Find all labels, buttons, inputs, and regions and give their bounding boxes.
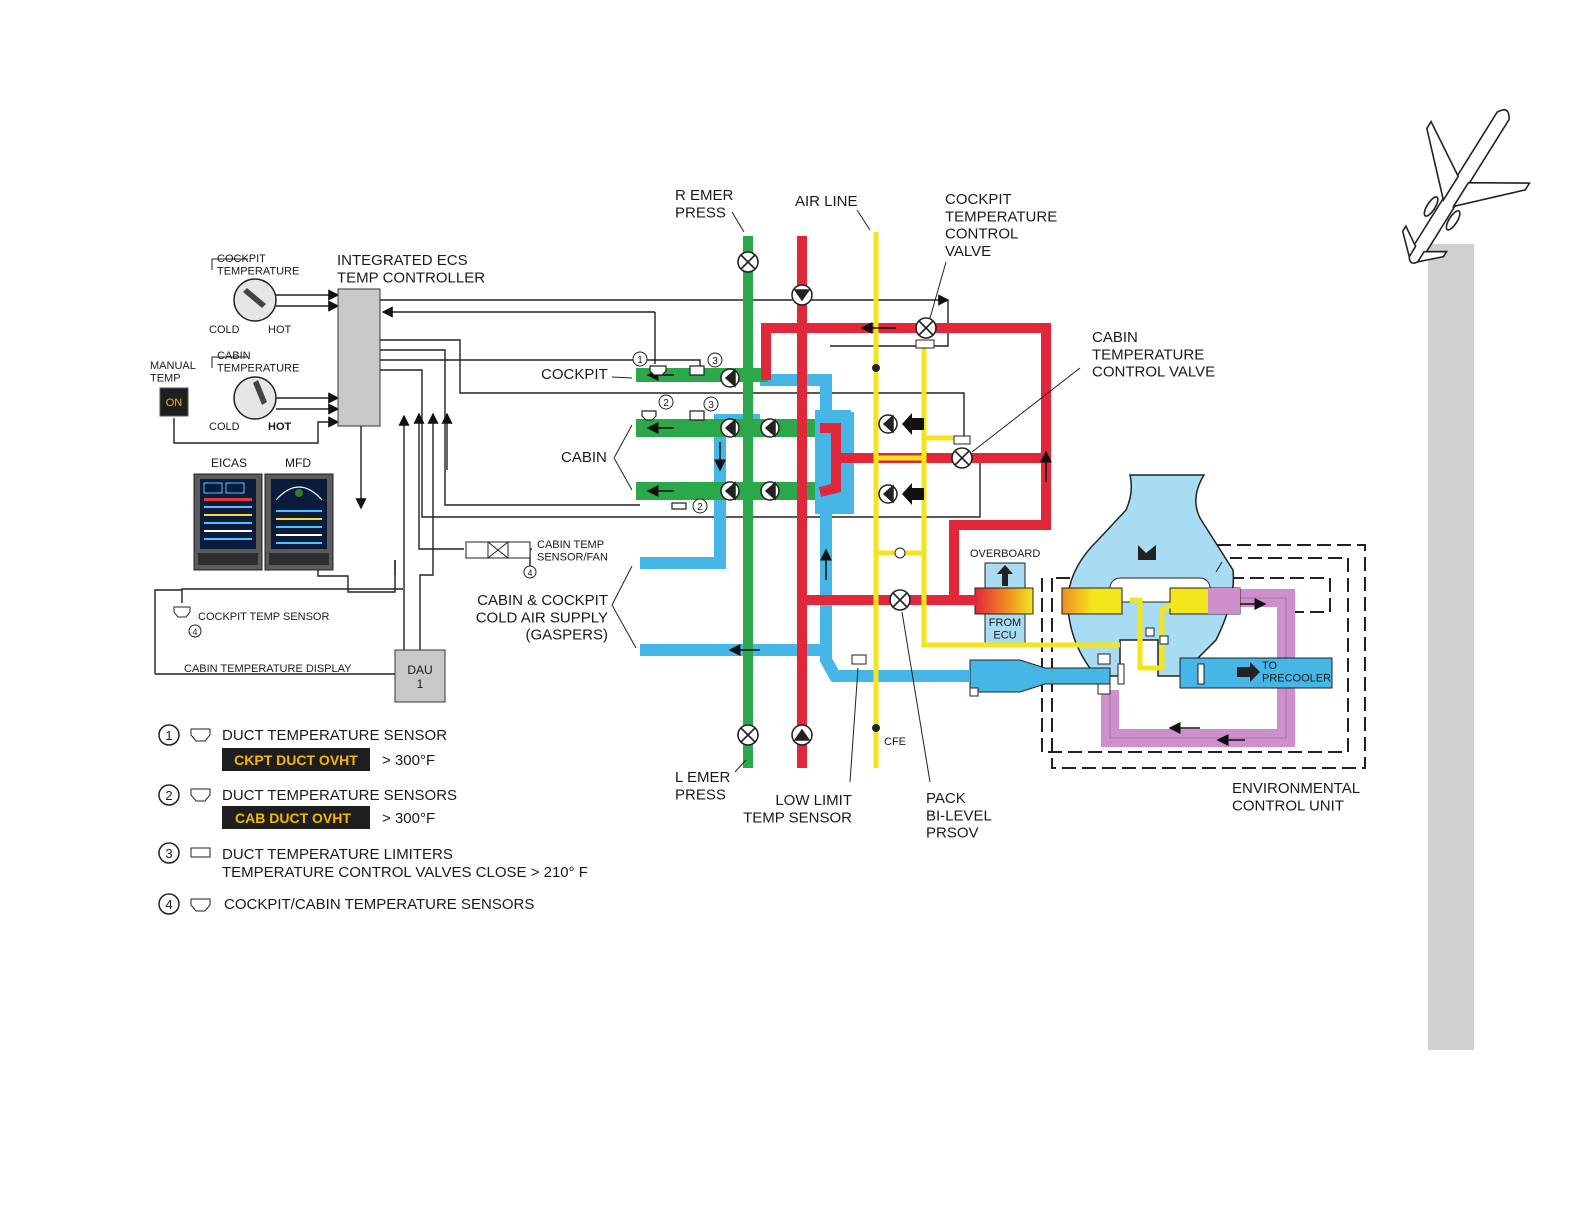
ecu-dashed-outline xyxy=(1041,544,1366,769)
duct-temp-sensor-icon xyxy=(641,365,705,510)
svg-text:DUCT TEMPERATURE LIMITERS: DUCT TEMPERATURE LIMITERS xyxy=(222,846,453,863)
from-ecu-duct xyxy=(984,613,1026,645)
cockpit-temp-knob[interactable] xyxy=(233,278,277,322)
svg-text:1: 1 xyxy=(637,355,643,366)
svg-text:> 300°F: > 300°F xyxy=(382,752,435,769)
manual-temp-on-button[interactable]: ON xyxy=(159,387,189,417)
air-line-label: AIR LINE xyxy=(795,193,858,210)
fan-arrow-icon xyxy=(902,413,924,435)
sensor-icon xyxy=(190,898,211,912)
legend-item-4: 4 COCKPIT/CABIN TEMPERATURE SENSORS xyxy=(158,893,534,915)
svg-text:DUCT TEMPERATURE SENSOR: DUCT TEMPERATURE SENSOR xyxy=(222,727,447,744)
heat-exchanger-2 xyxy=(1061,587,1123,615)
cabin-label: CABIN xyxy=(561,449,607,466)
cabin-temperature-display-label: CABIN TEMPERATURE DISPLAY xyxy=(184,663,352,675)
sensor-icon xyxy=(190,788,211,802)
cockpit-label: COCKPIT xyxy=(541,366,608,383)
callout-4-cockpit-sensor xyxy=(188,624,202,638)
cockpit-valve-actuator xyxy=(915,339,935,349)
svg-text:4: 4 xyxy=(192,627,197,637)
control-wiring xyxy=(154,289,981,675)
airplane-icon xyxy=(1401,109,1531,1050)
check-valve-icon xyxy=(720,284,898,746)
svg-text:TEMPERATURE CONTROL VALVES CLO: TEMPERATURE CONTROL VALVES CLOSE > 210° … xyxy=(222,864,588,881)
svg-text:CKPT DUCT OVHT: CKPT DUCT OVHT xyxy=(234,752,358,768)
legend-item-1: 1 DUCT TEMPERATURE SENSOR CKPT DUCT OVHT… xyxy=(158,724,447,771)
svg-text:3: 3 xyxy=(708,400,714,411)
svg-text:3: 3 xyxy=(165,846,172,861)
svg-text:1: 1 xyxy=(165,728,172,743)
cockpit-temp-sensor-icon xyxy=(173,606,191,618)
svg-text:2: 2 xyxy=(165,788,172,803)
heat-exchanger-1 xyxy=(974,587,1034,615)
cabin-cold-label: COLD xyxy=(209,421,240,433)
cabin-temp-knob[interactable] xyxy=(233,376,277,420)
legend-item-3: 3 DUCT TEMPERATURE LIMITERS TEMPERATURE … xyxy=(158,842,588,881)
shutoff-valve-icon xyxy=(737,251,973,746)
svg-text:4: 4 xyxy=(165,897,172,912)
cfe-label: CFE xyxy=(884,736,906,748)
fan-arrow-icon xyxy=(902,483,924,505)
callout-4-cabin-sensor xyxy=(523,565,537,579)
svg-text:3: 3 xyxy=(712,356,718,367)
ckpt-duct-ovht-message xyxy=(222,748,370,771)
legend: 1 DUCT TEMPERATURE SENSOR CKPT DUCT OVHT… xyxy=(158,724,588,915)
cockpit-hot-label: HOT xyxy=(268,324,292,336)
legend-item-2: 2 DUCT TEMPERATURE SENSORS CAB DUCT OVHT… xyxy=(158,784,457,829)
mfd-display xyxy=(264,473,334,571)
ecs-temp-controller xyxy=(337,288,381,427)
eicas-label: EICAS xyxy=(211,456,247,470)
svg-text:DUCT TEMPERATURE SENSORS: DUCT TEMPERATURE SENSORS xyxy=(222,787,457,804)
svg-text:2: 2 xyxy=(697,502,703,513)
side-bar xyxy=(1428,244,1474,1050)
callout-circles: 1 3 2 3 2 xyxy=(632,351,723,514)
limiter-icon xyxy=(190,847,211,858)
leader-lines xyxy=(611,209,1223,783)
svg-text:COCKPIT/CABIN TEMPERATURE SENS: COCKPIT/CABIN TEMPERATURE SENSORS xyxy=(224,896,534,913)
svg-text:4: 4 xyxy=(527,568,532,578)
cockpit-temp-sensor-label: COCKPIT TEMP SENSOR xyxy=(198,611,329,623)
svg-text:2: 2 xyxy=(663,398,669,409)
cabin-temp-sensor-fan-icon xyxy=(465,541,531,559)
svg-text:> 300°F: > 300°F xyxy=(382,810,435,827)
low-limit-sensor-icon xyxy=(851,654,867,665)
cab-duct-ovht-message xyxy=(222,806,370,829)
svg-text:CAB DUCT OVHT: CAB DUCT OVHT xyxy=(235,810,351,826)
ecu-valve-icons xyxy=(1097,627,1205,695)
mfd-label: MFD xyxy=(285,456,311,470)
eicas-display xyxy=(193,473,263,571)
yellow-air-line xyxy=(873,232,1182,768)
sensor-icon xyxy=(190,728,211,742)
overboard-label: OVERBOARD xyxy=(970,548,1040,560)
cockpit-cold-label: COLD xyxy=(209,324,240,336)
cabin-hot-label: HOT xyxy=(268,421,292,433)
cabin-valve-actuator xyxy=(953,435,971,445)
svg-text:ON: ON xyxy=(166,397,183,409)
